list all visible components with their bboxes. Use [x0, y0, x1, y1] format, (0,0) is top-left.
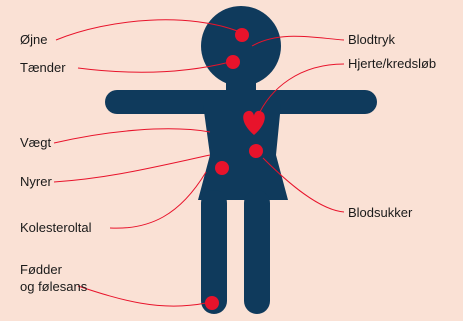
- marker-eyes: [235, 28, 249, 42]
- figure-right-leg: [244, 190, 270, 314]
- label-blood-sugar: Blodsukker: [348, 205, 412, 221]
- label-eyes: Øjne: [20, 32, 47, 48]
- marker-blood-sugar: [249, 144, 263, 158]
- label-kidneys: Nyrer: [20, 174, 52, 190]
- label-heart: Hjerte/kredsløb: [348, 56, 436, 72]
- label-blood-pressure: Blodtryk: [348, 32, 395, 48]
- marker-kidneys: [215, 161, 229, 175]
- label-feet-line2: og følesans: [20, 279, 87, 295]
- connector-weight: [54, 129, 210, 143]
- connector-cholesterol: [110, 172, 206, 228]
- marker-feet: [205, 296, 219, 310]
- figure-head: [201, 6, 281, 86]
- connector-feet: [78, 286, 206, 306]
- figure-left-leg: [201, 190, 227, 314]
- label-feet-line1: Fødder: [20, 262, 62, 278]
- connector-kidneys: [54, 155, 210, 182]
- label-weight: Vægt: [20, 135, 51, 151]
- label-cholesterol: Kolesteroltal: [20, 220, 92, 236]
- connectors: [54, 20, 344, 306]
- label-teeth: Tænder: [20, 60, 66, 76]
- figure-torso: [198, 104, 288, 200]
